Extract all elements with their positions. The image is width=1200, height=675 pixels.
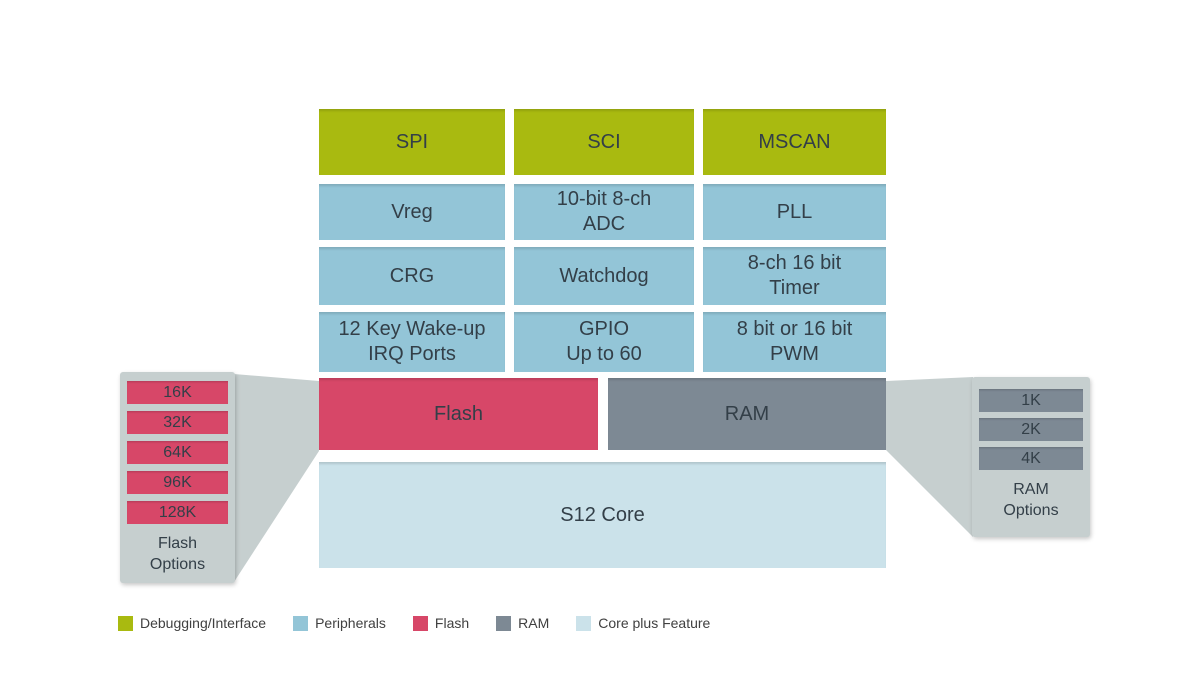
legend-label: Debugging/Interface	[140, 615, 267, 631]
flash-swatch-icon	[412, 615, 428, 631]
block-pwm: 8 bit or 16 bit PWM	[703, 312, 886, 372]
block-s12-core: S12 Core	[319, 462, 886, 568]
flash-options-title: Flash Options	[149, 535, 206, 573]
legend-label: Flash	[434, 615, 470, 631]
ram-option-1k: 1K	[979, 389, 1083, 412]
legend-item-peripherals: Peripherals	[293, 615, 386, 631]
ram-options-title: RAM Options	[1003, 481, 1059, 519]
flash-options-bars: 16K 32K 64K 96K 128K	[120, 372, 235, 524]
block-sci: SCI	[514, 109, 694, 175]
flash-option-96k: 96K	[127, 471, 228, 494]
block-crg: CRG	[319, 247, 505, 305]
block-flash: Flash	[319, 378, 598, 450]
block-ram: RAM	[608, 378, 886, 450]
memory-row: Flash RAM	[319, 378, 886, 450]
block-gpio: GPIO Up to 60	[514, 312, 694, 372]
flash-option-128k: 128K	[127, 501, 228, 524]
legend-label: RAM	[518, 615, 550, 631]
peripherals-swatch-icon	[293, 615, 309, 631]
legend-item-debugging-interface: Debugging/Interface	[118, 615, 266, 631]
ram-options-panel: 1K 2K 4K RAM Options	[972, 377, 1090, 537]
flash-options-connector	[234, 374, 319, 582]
ram-options-connector	[886, 377, 973, 537]
debug-interface-row: SPI SCI MSCAN	[319, 109, 886, 175]
ram-swatch-icon	[496, 615, 512, 631]
flash-option-32k: 32K	[127, 411, 228, 434]
legend-item-core-plus-feature: Core plus Feature	[576, 615, 710, 631]
peripheral-row-1: Vreg 10-bit 8-ch ADC PLL	[319, 184, 886, 240]
peripheral-row-3: 12 Key Wake-up IRQ Ports GPIO Up to 60 8…	[319, 312, 886, 372]
legend-item-ram: RAM	[496, 615, 549, 631]
legend-label: Core plus Feature	[598, 615, 711, 631]
ram-option-4k: 4K	[979, 447, 1083, 470]
block-pll: PLL	[703, 184, 886, 240]
block-vreg: Vreg	[319, 184, 505, 240]
block-adc: 10-bit 8-ch ADC	[514, 184, 694, 240]
flash-options-panel: 16K 32K 64K 96K 128K Flash Options	[120, 372, 235, 583]
mcu-block-diagram: SPI SCI MSCAN Vreg 10-bit 8-ch ADC PLL C…	[319, 109, 886, 568]
block-watchdog: Watchdog	[514, 247, 694, 305]
legend-item-flash: Flash	[412, 615, 470, 631]
legend-label: Peripherals	[315, 615, 386, 631]
block-mscan: MSCAN	[703, 109, 886, 175]
block-key-wakeup-irq: 12 Key Wake-up IRQ Ports	[319, 312, 505, 372]
core-plus-feature-swatch-icon	[576, 615, 592, 631]
legend: Debugging/Interface Peripherals Flash RA…	[118, 615, 710, 631]
ram-option-2k: 2K	[979, 418, 1083, 441]
flash-option-16k: 16K	[127, 381, 228, 404]
debugging-interface-swatch-icon	[118, 615, 133, 631]
peripheral-row-2: CRG Watchdog 8-ch 16 bit Timer	[319, 247, 886, 305]
flash-option-64k: 64K	[127, 441, 228, 464]
block-spi: SPI	[319, 109, 505, 175]
ram-options-bars: 1K 2K 4K	[972, 377, 1090, 470]
block-timer: 8-ch 16 bit Timer	[703, 247, 886, 305]
